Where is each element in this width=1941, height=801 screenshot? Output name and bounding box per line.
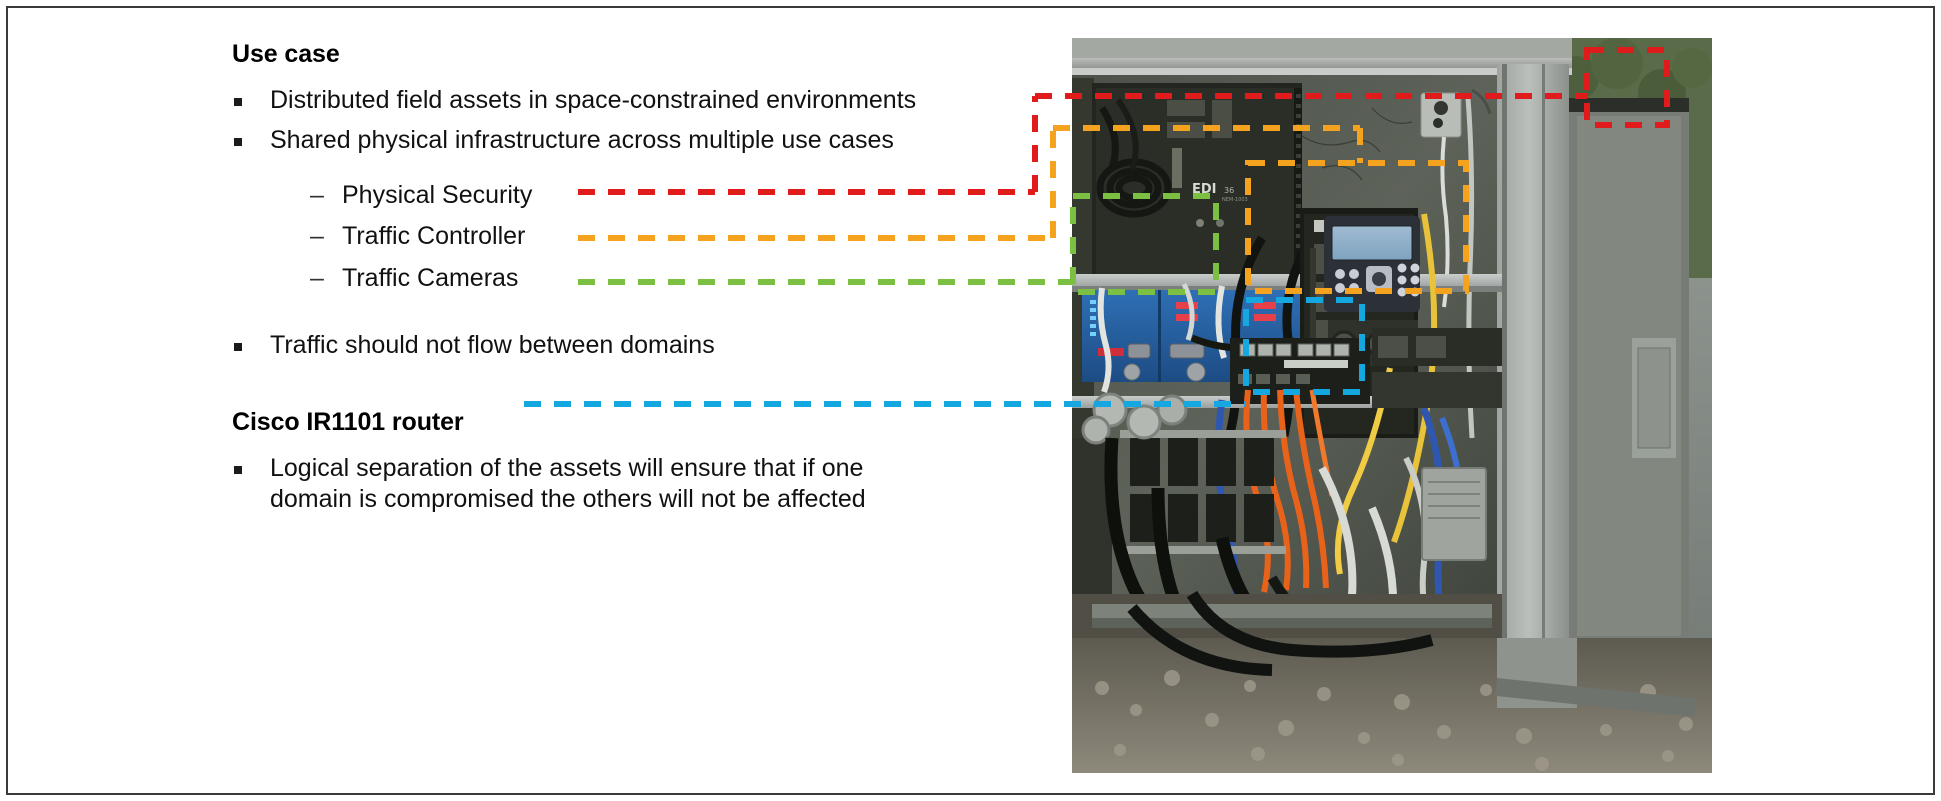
bullet-label-line-1: Logical separation of the assets will en… xyxy=(270,453,864,482)
svg-text:EDI: EDI xyxy=(1192,182,1217,197)
square-bullet-icon xyxy=(232,330,270,352)
section-title-cisco-ir1101-router: Cisco IR1101 router xyxy=(232,407,464,436)
dash-bullet-icon: – xyxy=(310,263,324,292)
bullet-item-logical-separation: Logical separation of the assets will en… xyxy=(232,453,1052,516)
square-bullet-icon xyxy=(232,85,270,106)
sub-bullet-label: Traffic Cameras xyxy=(342,263,519,292)
text-content-column: Use case Distributed field assets in spa… xyxy=(232,40,1052,516)
bullet-label: Shared physical infrastructure across mu… xyxy=(270,126,894,155)
bullet-label: Traffic should not flow between domains xyxy=(270,331,715,360)
bullet-item-distributed-assets: Distributed field assets in space-constr… xyxy=(232,85,1052,117)
svg-text:36: 36 xyxy=(1224,186,1234,195)
square-bullet-icon xyxy=(232,125,270,147)
bullet-item-shared-infrastructure: Shared physical infrastructure across mu… xyxy=(232,125,1052,157)
dash-bullet-icon: – xyxy=(310,180,324,209)
dash-bullet-icon: – xyxy=(310,222,324,251)
page-title-use-case: Use case xyxy=(232,40,340,68)
sub-bullet-traffic-cameras: – Traffic Cameras xyxy=(310,262,1052,295)
square-bullet-icon xyxy=(232,453,270,474)
equipment-cabinet-photo: EDI 36 NEM-1003 xyxy=(1072,38,1712,773)
sub-bullet-label: Traffic Controller xyxy=(342,222,526,251)
bullet-label-line-2: domain is compromised the others will no… xyxy=(270,485,866,513)
sub-bullet-traffic-controller: – Traffic Controller xyxy=(310,220,1052,253)
sub-bullet-label: Physical Security xyxy=(342,180,533,209)
bullet-item-traffic-should-not-flow: Traffic should not flow between domains xyxy=(232,330,1052,362)
svg-text:NEM-1003: NEM-1003 xyxy=(1222,197,1248,203)
bullet-label: Distributed field assets in space-constr… xyxy=(270,85,917,114)
sub-bullet-physical-security: – Physical Security xyxy=(310,179,1052,212)
